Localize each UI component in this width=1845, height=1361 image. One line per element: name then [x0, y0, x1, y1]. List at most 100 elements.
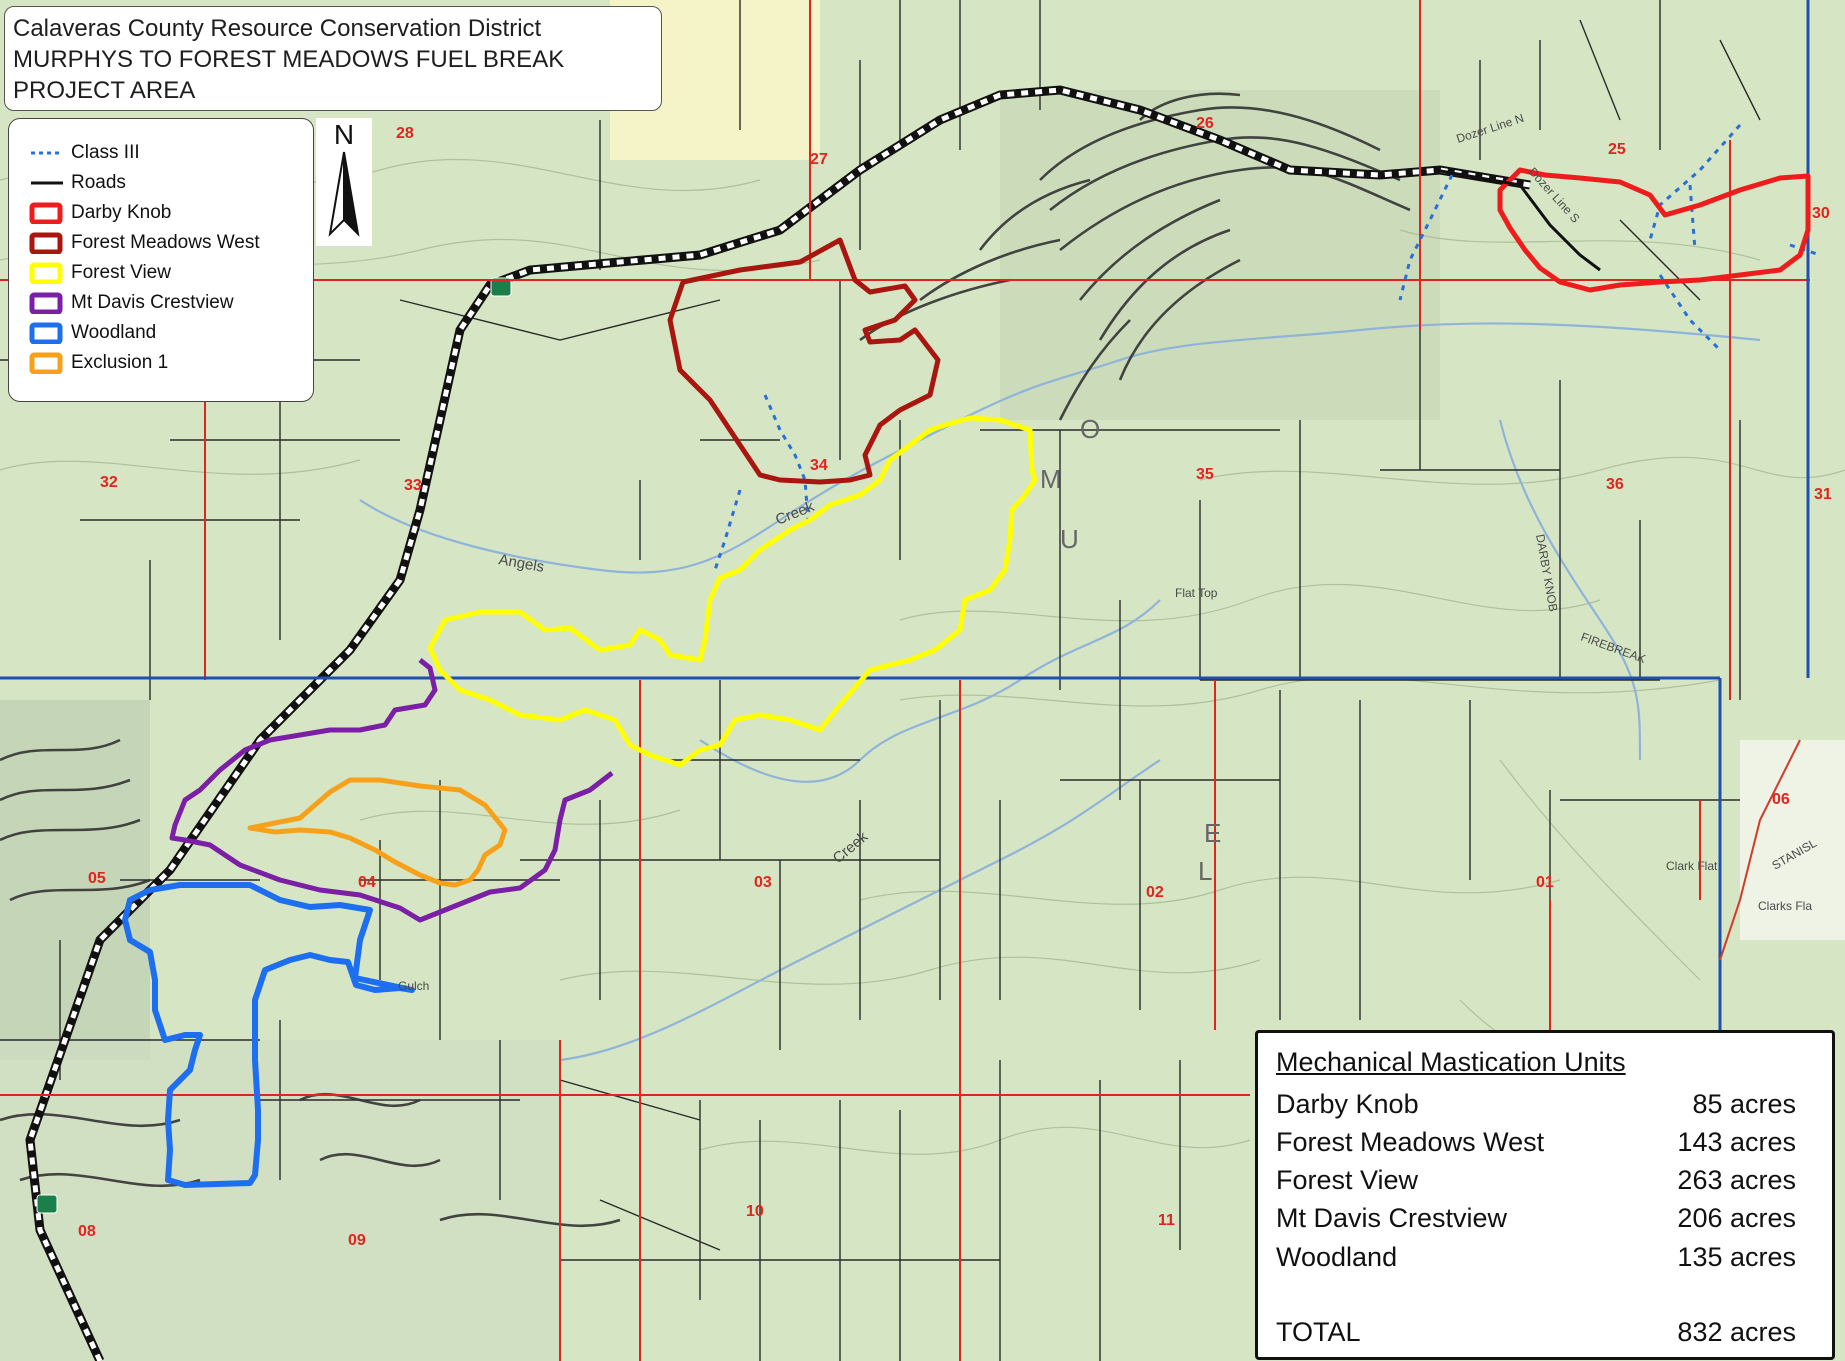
- unit-name: Darby Knob: [1276, 1089, 1419, 1119]
- forest-meadows-subdivision-area: [1000, 90, 1440, 420]
- river-area: [1740, 740, 1845, 940]
- units-row: Forest Meadows West 143 acres: [1276, 1127, 1796, 1163]
- class-iii-streams: [713, 124, 1821, 571]
- unit-exclusion-1: [247, 777, 508, 888]
- mastication-units-table: Mechanical Mastication Units Darby Knob …: [1255, 1030, 1835, 1360]
- section-label: 04: [358, 874, 376, 891]
- map-letter: E: [1204, 818, 1221, 848]
- title-project: MURPHYS TO FOREST MEADOWS FUEL BREAK: [13, 46, 565, 73]
- legend-item-darby-knob: Darby Knob: [29, 199, 171, 227]
- section-label: 25: [1608, 141, 1626, 158]
- unit-name: Mt Davis Crestview: [1276, 1203, 1508, 1233]
- section-label: 10: [746, 1203, 764, 1220]
- unit-darby-knob: [1497, 167, 1811, 293]
- section-label: 27: [810, 151, 828, 168]
- map-letter: L: [1198, 856, 1212, 886]
- unit-name: Forest View: [1276, 1165, 1419, 1195]
- legend-item-class-iii: Class III: [29, 139, 140, 167]
- title-area: PROJECT AREA: [13, 77, 196, 104]
- section-label: 28: [396, 125, 414, 142]
- section-labels: 28 27 26 25 30 32 33 34 35 36 31 06 05 0…: [78, 115, 1832, 1249]
- units-row: Darby Knob 85 acres: [1276, 1089, 1796, 1125]
- unit-acres: 206 acres: [1677, 1203, 1796, 1233]
- unit-forest-meadows-west: [667, 237, 941, 485]
- section-label: 01: [1536, 874, 1554, 891]
- section-label: 33: [404, 477, 422, 494]
- parcel-lines: [0, 0, 1761, 1361]
- legend-item-exclusion-1: Exclusion 1: [29, 349, 168, 377]
- legend-label: Class III: [71, 142, 140, 163]
- box-swatch-icon: [29, 352, 65, 374]
- legend-item-forest-meadows-west: Forest Meadows West: [29, 229, 260, 257]
- section-label: 02: [1146, 884, 1164, 901]
- unit-acres: 263 acres: [1677, 1165, 1796, 1195]
- total-acres: 832 acres: [1677, 1317, 1796, 1347]
- section-label: 36: [1606, 476, 1624, 493]
- section-label: 03: [754, 874, 772, 891]
- highway-shield-icon: [36, 277, 512, 1214]
- unit-acres: 85 acres: [1692, 1089, 1796, 1119]
- box-swatch-icon: [29, 292, 65, 314]
- section-label: 31: [1814, 486, 1832, 503]
- section-label: 05: [88, 870, 106, 887]
- section-label: 34: [810, 457, 828, 474]
- box-swatch-icon: [29, 262, 65, 284]
- dashed-line-icon: [29, 142, 65, 164]
- section-label: 06: [1772, 791, 1790, 808]
- dozer-line: [1434, 168, 1601, 272]
- map-title-box: Calaveras County Resource Conservation D…: [4, 6, 662, 111]
- legend-label: Exclusion 1: [71, 352, 169, 373]
- section-label: 11: [1158, 1212, 1175, 1229]
- legend-item-forest-view: Forest View: [29, 259, 171, 287]
- legend-label: Woodland: [71, 322, 157, 343]
- units-row: Mt Davis Crestview 206 acres: [1276, 1203, 1796, 1239]
- section-label: 09: [348, 1232, 366, 1249]
- box-swatch-icon: [29, 202, 65, 224]
- unit-acres: 143 acres: [1677, 1127, 1796, 1157]
- legend-label: Forest Meadows West: [71, 232, 260, 253]
- unit-name: Woodland: [1276, 1242, 1398, 1272]
- unit-name: Forest Meadows West: [1276, 1127, 1545, 1157]
- units-row: Forest View 263 acres: [1276, 1165, 1796, 1201]
- legend-item-roads: Roads: [29, 169, 126, 197]
- flat-top-label: Flat Top: [1175, 586, 1218, 600]
- unit-forest-view: [427, 415, 1038, 768]
- units-total-row: TOTAL 832 acres: [1276, 1317, 1796, 1353]
- total-label: TOTAL: [1276, 1317, 1361, 1347]
- unit-mt-davis-crestview: [169, 658, 614, 923]
- section-label: 32: [100, 474, 118, 491]
- legend-label: Roads: [71, 172, 126, 193]
- north-label: N: [334, 119, 354, 150]
- unit-woodland: [122, 882, 415, 1188]
- title-org: Calaveras County Resource Conservation D…: [13, 15, 542, 42]
- section-label: 08: [78, 1223, 96, 1240]
- map-letter: U: [1060, 524, 1079, 554]
- box-swatch-icon: [29, 232, 65, 254]
- map-letter: O: [1080, 414, 1100, 444]
- legend-item-woodland: Woodland: [29, 319, 156, 347]
- north-arrow: N: [316, 118, 372, 246]
- unit-acres: 135 acres: [1677, 1242, 1796, 1272]
- box-swatch-icon: [29, 322, 65, 344]
- map-legend: Class III Roads Darby Knob Forest Meadow…: [8, 118, 314, 402]
- section-label: 35: [1196, 466, 1214, 483]
- clark-flat-label: Clark Flat: [1666, 859, 1718, 873]
- streams: [359, 322, 1761, 1062]
- section-label: 26: [1196, 115, 1214, 132]
- section-label: 30: [1812, 205, 1830, 222]
- clarks-flat-label: Clarks Fla: [1758, 899, 1812, 913]
- legend-label: Forest View: [71, 262, 171, 283]
- units-table-title: Mechanical Mastication Units: [1276, 1047, 1626, 1077]
- legend-label: Mt Davis Crestview: [71, 292, 234, 313]
- stanislaus-boundary: [1719, 739, 1801, 961]
- main-highway: [25, 85, 1531, 1361]
- map-letter: M: [1040, 464, 1062, 494]
- legend-item-mt-davis-crestview: Mt Davis Crestview: [29, 289, 234, 317]
- gulch-label: Gulch: [398, 979, 429, 993]
- legend-label: Darby Knob: [71, 202, 172, 223]
- line-icon: [29, 172, 65, 194]
- north-arrow-icon: N: [328, 119, 360, 237]
